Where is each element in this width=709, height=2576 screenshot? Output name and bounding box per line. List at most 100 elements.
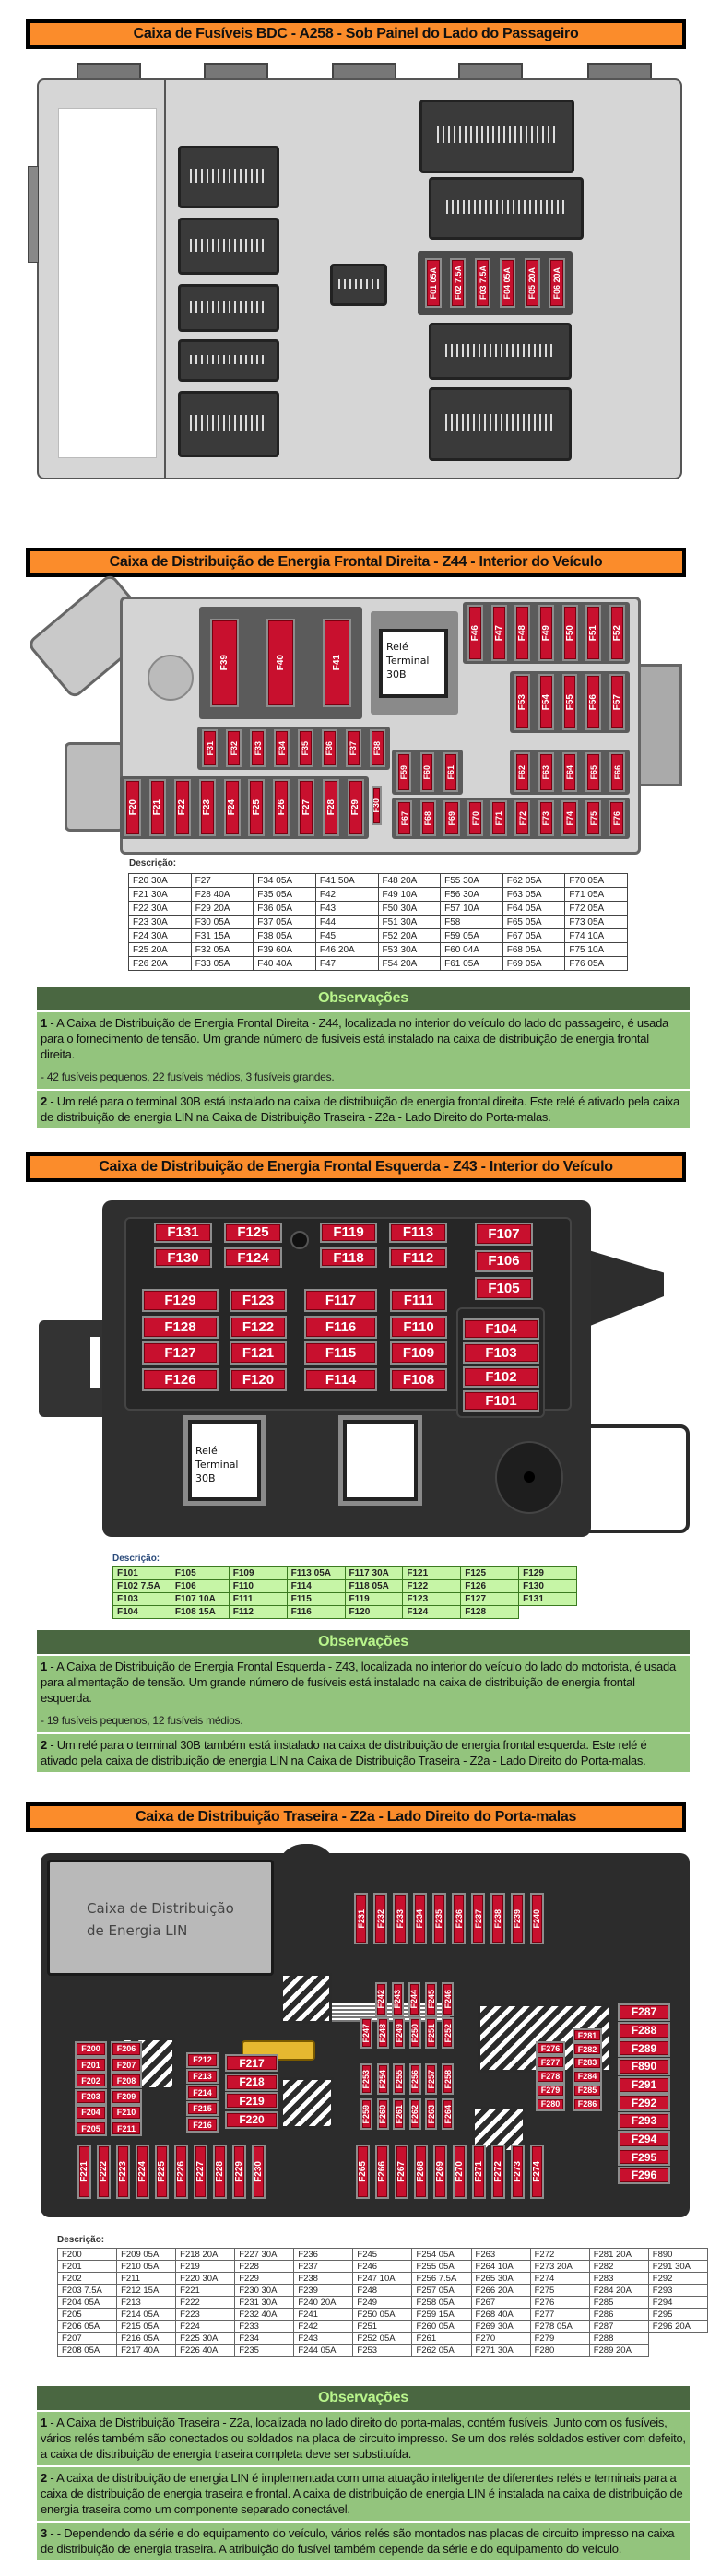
fuse-label: F47 — [493, 624, 504, 642]
fuse-label: F257 — [427, 2069, 436, 2089]
table-cell: F24 30A — [128, 928, 192, 943]
fuse: F246 — [443, 1984, 452, 2015]
fuse: F48 — [516, 607, 529, 659]
table-cell: F102 7.5A — [112, 1579, 171, 1593]
fuse: F59 — [398, 754, 409, 790]
table-cell: F236 — [293, 2248, 354, 2261]
fuse: F61 — [445, 754, 456, 790]
fuse-label: F72 — [517, 810, 527, 826]
fuse-label: F63 — [541, 764, 551, 780]
table-cell: F242 — [293, 2320, 354, 2333]
z43-observations: Observações 1 - A Caixa de Distribuição … — [37, 1630, 690, 1774]
table-cell: F108 15A — [170, 1605, 230, 1619]
fuse-label: F226 — [176, 2161, 186, 2182]
table-cell: F224 — [175, 2320, 236, 2333]
fuse: F256 — [410, 2065, 419, 2093]
fuse: F23 — [200, 781, 214, 834]
fuse: F249 — [395, 2019, 404, 2047]
section-title-bdc: Caixa de Fusíveis BDC - A258 - Sob Paine… — [26, 19, 686, 49]
fuse: F259 — [362, 2100, 371, 2128]
fuse-label: F129 — [164, 1292, 196, 1308]
table-cell: F233 — [234, 2320, 295, 2333]
table-cell: F250 05A — [352, 2308, 413, 2321]
table-cell: F272 — [529, 2248, 590, 2261]
fuse-label: F288 — [631, 2024, 657, 2038]
table-cell: F271 30A — [470, 2344, 531, 2357]
item-number: 2 — [41, 2471, 47, 2485]
fuse: F207 — [112, 2059, 140, 2072]
fuse-label: F248 — [378, 2023, 387, 2043]
table-cell: F234 — [234, 2332, 295, 2345]
fuse-label: F60 — [422, 764, 432, 780]
fuse: F255 — [395, 2065, 404, 2093]
observation-item: 2 - A caixa de distribuição de energia L… — [37, 2467, 690, 2521]
table-cell: F240 20A — [293, 2296, 354, 2309]
fuse-label: F03 7.5A — [478, 266, 488, 301]
fuse-label: F121 — [242, 1345, 275, 1362]
fuse-label: F04 05A — [502, 266, 513, 300]
fuse: F28 — [325, 781, 338, 834]
fuse: F114 — [306, 1370, 375, 1389]
fuse-label: F201 — [81, 2060, 100, 2070]
fuse-label: F54 — [540, 693, 551, 711]
fuse-label: F268 — [416, 2161, 426, 2182]
table-cell: F262 05A — [411, 2344, 472, 2357]
fuse-label: F213 — [193, 2071, 212, 2081]
fuse: F261 — [395, 2100, 404, 2128]
fuse-label: F252 — [443, 2023, 452, 2043]
fuse-label: F296 — [631, 2168, 657, 2182]
fuse: F130 — [156, 1249, 210, 1266]
fuse-label: F67 — [399, 810, 409, 826]
fuse: F203 — [77, 2090, 105, 2103]
fuse-label: F236 — [454, 1908, 464, 1929]
fuse: F120 — [231, 1370, 285, 1389]
table-cell: F71 05A — [564, 887, 628, 902]
fuse-label: F34 — [277, 740, 287, 756]
table-cell: F120 — [344, 1605, 404, 1619]
fuse-label: F56 — [588, 693, 599, 711]
fuse: F50 — [563, 607, 576, 659]
fuse: F40 — [267, 620, 294, 705]
table-cell: F295 — [647, 2308, 709, 2321]
observation-item: 1 - A Caixa de Distribuição de Energia F… — [37, 1656, 690, 1732]
fuse-label: F233 — [395, 1908, 405, 1929]
fuse-label: F26 — [276, 799, 287, 816]
fuse: F216 — [188, 2119, 217, 2131]
fuse-label: F259 — [362, 2104, 371, 2124]
fuse: F294 — [620, 2132, 668, 2146]
table-cell: F205 — [56, 2308, 118, 2321]
fuse: F125 — [226, 1224, 280, 1241]
table-cell: F109 — [228, 1566, 288, 1580]
fuse: F890 — [620, 2059, 668, 2074]
table-cell: F42 — [314, 887, 379, 902]
fuse: F284 — [574, 2071, 600, 2083]
table-cell: F33 05A — [190, 956, 254, 971]
table-cell: F258 05A — [411, 2296, 472, 2309]
table-cell: F210 05A — [116, 2260, 177, 2273]
fuse-label: F235 — [434, 1908, 444, 1929]
fuse-label: F28 — [325, 799, 337, 816]
table-cell: F45 — [314, 928, 379, 943]
fuse-label: F211 — [116, 2123, 136, 2133]
fuse-label: F106 — [488, 1253, 520, 1270]
lin-distribution-box: Caixa de Distribuição de Energia LIN — [47, 1860, 274, 1976]
fuse: F204 — [77, 2106, 105, 2119]
fuse-label: F55 — [564, 693, 575, 711]
table-cell: F58 — [440, 915, 503, 929]
table-cell: F113 05A — [286, 1566, 346, 1580]
fuse-label: F255 — [395, 2069, 404, 2089]
table-cell: F294 — [647, 2296, 709, 2309]
table-cell: F103 — [112, 1592, 171, 1606]
fuse: F121 — [231, 1343, 285, 1364]
table-cell: F218 20A — [175, 2248, 236, 2261]
fuse: F53 — [516, 676, 528, 728]
